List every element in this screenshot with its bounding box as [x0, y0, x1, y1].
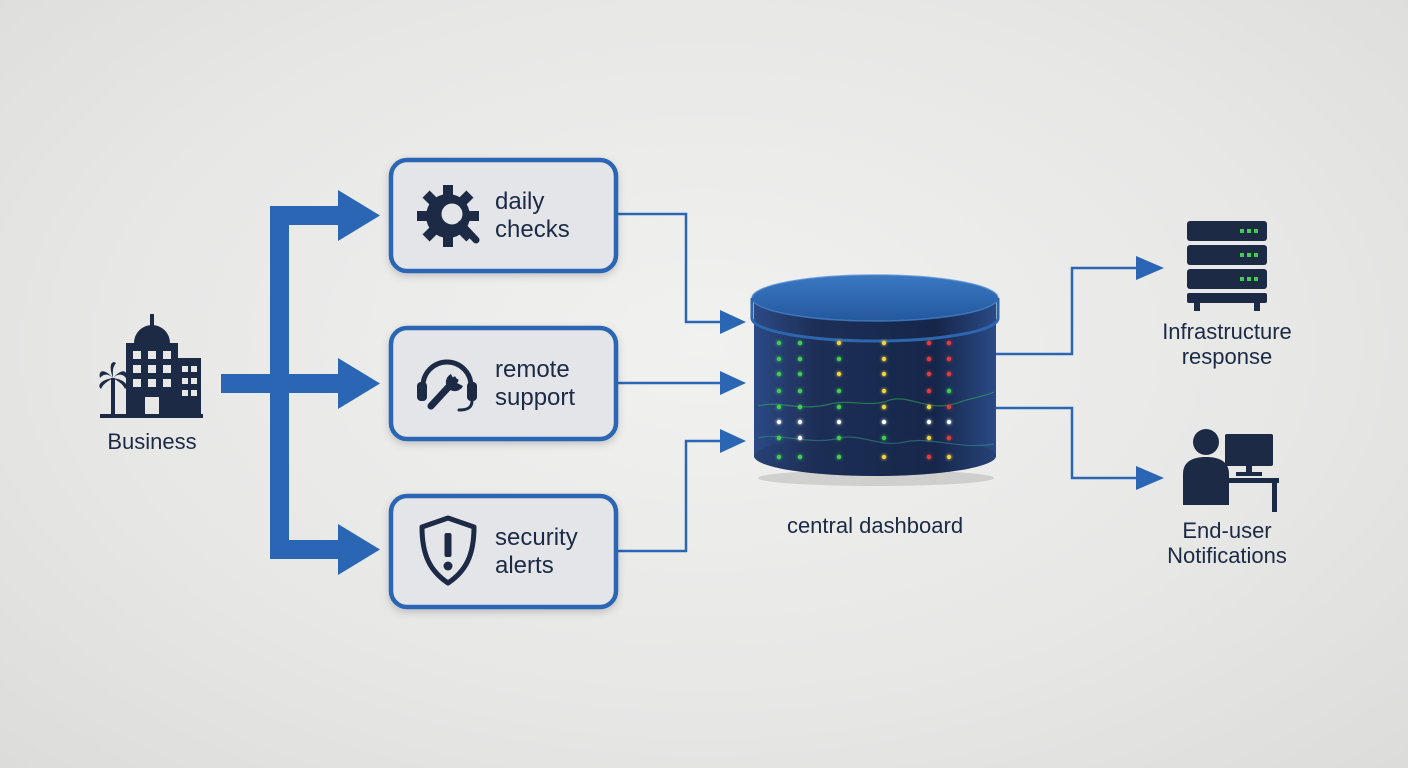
status-led: [881, 356, 887, 362]
status-led: [836, 404, 842, 410]
service-box-frame: [388, 493, 619, 610]
service-label-line2: support: [495, 384, 575, 411]
status-led: [881, 371, 887, 377]
status-led: [946, 340, 952, 346]
arrowhead-remote-hub: [720, 371, 746, 395]
status-led: [797, 419, 803, 425]
service-label-line1: remote: [495, 356, 570, 383]
database-cylinder-icon: [750, 274, 1000, 486]
status-led: [776, 419, 782, 425]
status-led: [926, 340, 932, 346]
status-led: [881, 388, 887, 394]
services-to-hub-arrowheads: [720, 310, 746, 453]
status-led: [946, 388, 952, 394]
connector-end-user: [996, 406, 1140, 480]
arrowhead-end-user: [1136, 466, 1164, 490]
connector-infrastructure: [996, 266, 1140, 356]
status-led: [836, 454, 842, 460]
service-label-line2: alerts: [495, 552, 554, 579]
status-led: [776, 371, 782, 377]
status-led: [836, 435, 842, 441]
status-led: [946, 435, 952, 441]
status-led: [776, 404, 782, 410]
status-led: [926, 454, 932, 460]
status-led: [776, 340, 782, 346]
arrow-head-daily: [338, 190, 380, 241]
service-box-remote-support: [388, 325, 619, 442]
status-led: [946, 454, 952, 460]
server-rack-icon: [1187, 221, 1267, 311]
status-led: [797, 356, 803, 362]
service-box-frame: [388, 325, 619, 442]
arrow-head-remote: [338, 358, 380, 409]
service-box-security-alerts: [388, 493, 619, 610]
status-led: [797, 371, 803, 377]
arrow-head-security: [338, 524, 380, 575]
user-at-computer-icon: [1183, 429, 1279, 512]
connector-daily: [616, 212, 724, 324]
status-led: [836, 419, 842, 425]
status-led-grid: [776, 340, 952, 460]
status-led: [836, 371, 842, 377]
services-to-hub-connectors: [616, 212, 724, 553]
service-label-line2: checks: [495, 216, 570, 243]
business-label: Business: [107, 429, 196, 454]
arrowhead-daily-hub: [720, 310, 746, 334]
hub-to-outputs-arrowheads: [1136, 256, 1164, 490]
status-led: [946, 404, 952, 410]
service-label-line1: security: [495, 524, 578, 551]
hub-to-outputs-connectors: [996, 266, 1140, 480]
connector-security: [616, 439, 724, 553]
status-led: [836, 340, 842, 346]
arrowhead-security-hub: [720, 429, 746, 453]
output-label-line1: Infrastructure: [1162, 319, 1292, 344]
status-led: [946, 356, 952, 362]
status-led: [776, 388, 782, 394]
status-led: [881, 419, 887, 425]
status-led: [836, 356, 842, 362]
building-with-palm-icon: [99, 314, 203, 418]
status-led: [797, 404, 803, 410]
output-label-line2: Notifications: [1167, 543, 1287, 568]
status-led: [926, 419, 932, 425]
business-to-services-arrows: [221, 190, 380, 575]
status-led: [926, 404, 932, 410]
status-led: [946, 371, 952, 377]
arrow-shaft-remote: [270, 374, 346, 393]
status-led: [797, 435, 803, 441]
status-led: [881, 404, 887, 410]
output-label-line2: response: [1182, 344, 1273, 369]
status-led: [776, 356, 782, 362]
gear-magnifier-icon: [417, 185, 480, 247]
status-led: [797, 454, 803, 460]
arrow-shaft-daily: [270, 206, 346, 225]
status-led: [926, 356, 932, 362]
hub-label: central dashboard: [787, 513, 963, 538]
status-led: [776, 435, 782, 441]
status-led: [836, 388, 842, 394]
headset-wrench-icon: [417, 359, 477, 412]
arrow-shaft-security: [270, 540, 346, 559]
status-led: [776, 454, 782, 460]
status-led: [926, 435, 932, 441]
shield-alert-icon: [419, 515, 477, 586]
status-led: [797, 340, 803, 346]
service-label-line1: daily: [495, 188, 544, 215]
status-led: [881, 454, 887, 460]
status-led: [946, 419, 952, 425]
business-stem: [221, 374, 279, 393]
status-led: [797, 388, 803, 394]
arrowhead-infrastructure: [1136, 256, 1164, 280]
status-led: [881, 340, 887, 346]
status-led: [926, 371, 932, 377]
status-led: [881, 435, 887, 441]
output-label-line1: End-user: [1182, 518, 1271, 543]
business-node: Business: [99, 314, 203, 454]
status-led: [926, 388, 932, 394]
